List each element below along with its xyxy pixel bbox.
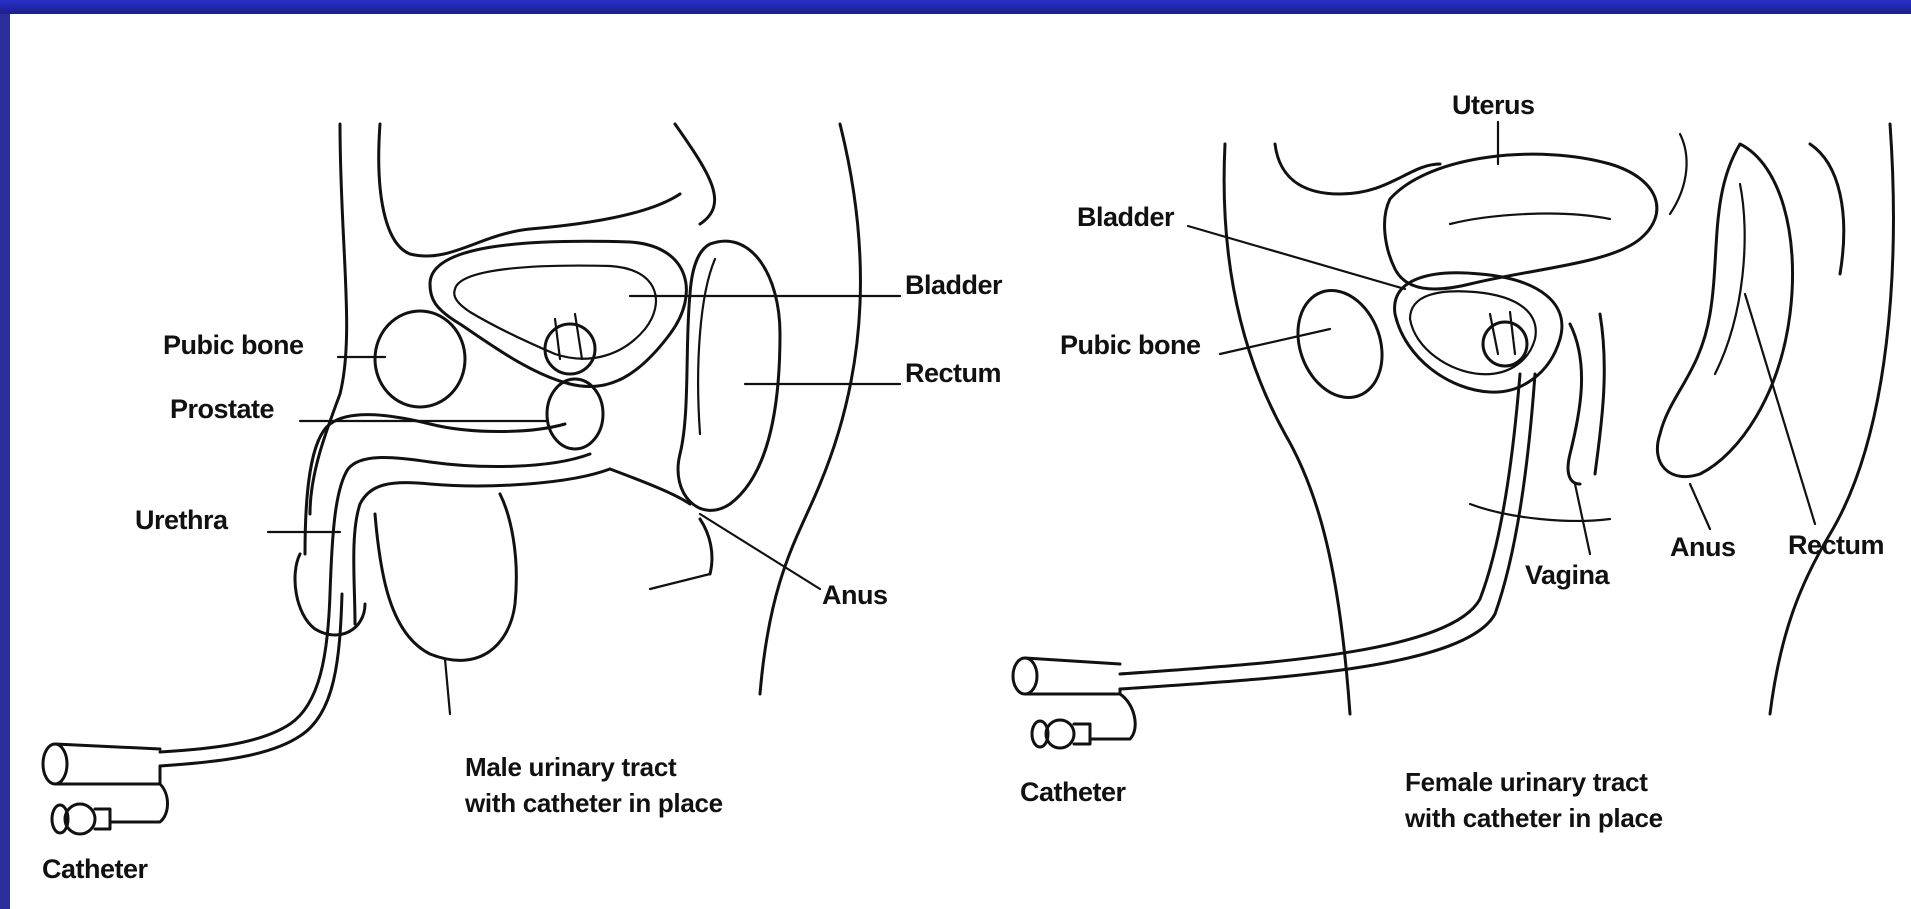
- male-label-bladder: Bladder: [905, 272, 1002, 299]
- female-uterus: [1385, 154, 1657, 289]
- female-label-uterus: Uterus: [1452, 92, 1535, 119]
- female-catheter-tube: [1120, 374, 1520, 674]
- male-diagram: [43, 124, 900, 834]
- male-penis-outer-bottom: [354, 469, 610, 624]
- male-caption-line1: Male urinary tract: [465, 749, 723, 785]
- female-label-bladder: Bladder: [1077, 204, 1174, 231]
- female-catheter-balloon: [1483, 322, 1527, 366]
- male-label-pubic-bone: Pubic bone: [163, 332, 304, 359]
- female-catheter-tip: [1490, 312, 1515, 354]
- diagram-canvas: Pubic bone Prostate Urethra Bladder Rect…: [10, 14, 1911, 909]
- male-label-prostate: Prostate: [170, 396, 274, 423]
- female-uterine-cavity: [1450, 214, 1610, 224]
- female-leader-rectum: [1745, 294, 1815, 524]
- female-label-anus: Anus: [1670, 534, 1736, 561]
- male-bladder-lumen: [454, 266, 656, 359]
- female-vagina-2: [1595, 314, 1604, 474]
- female-uterus-back: [1670, 134, 1687, 214]
- male-caption-line2: with catheter in place: [465, 785, 723, 821]
- left-edge: [0, 14, 10, 909]
- male-perineum-line: [650, 574, 710, 589]
- male-anus-region: [610, 469, 712, 574]
- female-leader-anus: [1690, 484, 1710, 529]
- female-sacrum: [1810, 144, 1844, 274]
- female-perineum-line: [1470, 504, 1610, 521]
- female-caption: Female urinary tract with catheter in pl…: [1405, 764, 1663, 836]
- male-label-catheter: Catheter: [42, 856, 148, 883]
- female-label-rectum: Rectum: [1788, 532, 1884, 559]
- male-label-anus: Anus: [822, 582, 888, 609]
- female-pubic-bone: [1284, 279, 1397, 410]
- male-prostate: [547, 379, 603, 449]
- male-peritoneum-line: [379, 124, 680, 256]
- male-urethra-channel: [330, 454, 590, 594]
- female-peritoneum-line: [1275, 144, 1440, 194]
- male-label-rectum: Rectum: [905, 360, 1001, 387]
- top-bar: [0, 0, 1911, 14]
- female-catheter-ends: [1013, 658, 1135, 748]
- male-catheter-tip: [555, 314, 582, 359]
- male-bladder-wall: [430, 241, 686, 386]
- female-label-catheter: Catheter: [1020, 779, 1126, 806]
- female-caption-line2: with catheter in place: [1405, 800, 1663, 836]
- female-label-pubic-bone: Pubic bone: [1060, 332, 1201, 359]
- male-rectum-inner: [698, 259, 715, 434]
- male-back-outline: [675, 124, 715, 224]
- male-pubic-bone: [375, 311, 465, 407]
- female-leader-vagina: [1575, 484, 1590, 554]
- male-catheter-balloon: [545, 324, 595, 374]
- male-abdominal-wall: [310, 124, 347, 514]
- female-rectum: [1657, 144, 1792, 477]
- female-caption-line1: Female urinary tract: [1405, 764, 1663, 800]
- male-rectum: [678, 241, 780, 510]
- female-label-vagina: Vagina: [1525, 562, 1609, 589]
- female-abdominal-wall: [1224, 144, 1350, 714]
- female-leader-pubic: [1220, 329, 1330, 354]
- female-spine-outline: [1770, 124, 1893, 714]
- female-vagina: [1568, 324, 1582, 484]
- male-leg-line: [445, 659, 450, 714]
- male-caption: Male urinary tract with catheter in plac…: [465, 749, 723, 821]
- female-catheter-tube-2: [1120, 374, 1535, 689]
- male-catheter-ends: [43, 744, 168, 834]
- male-scrotum: [375, 494, 516, 660]
- female-leader-bladder: [1188, 226, 1405, 289]
- male-label-urethra: Urethra: [135, 507, 228, 534]
